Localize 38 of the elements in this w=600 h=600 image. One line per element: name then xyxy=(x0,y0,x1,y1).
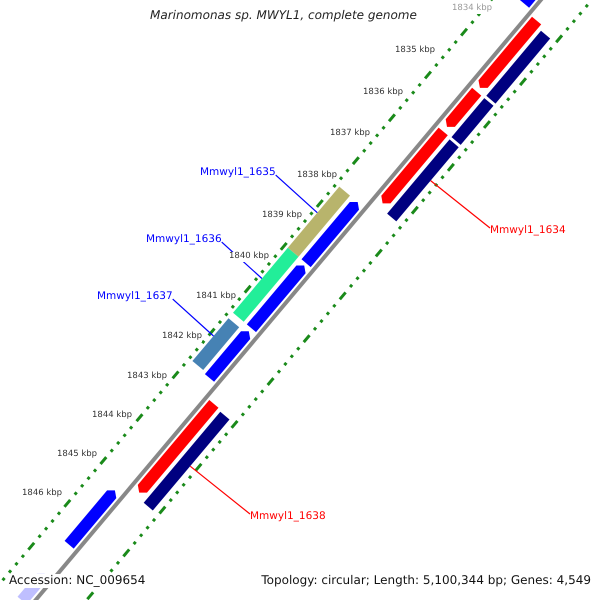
gene-bar xyxy=(144,412,230,510)
gene-label: Mmwyl1_1638 xyxy=(250,510,326,522)
gene-label: Mmwyl1_1636 xyxy=(146,233,222,246)
gene-bar xyxy=(288,186,350,257)
gene-feature xyxy=(302,202,359,268)
leader-line xyxy=(275,174,318,214)
scale-label: 1842 kbp xyxy=(162,332,202,342)
genome-summary: Topology: circular; Length: 5,100,344 bp; Genes: 4,549 xyxy=(261,574,591,588)
scale-label: 1835 kbp xyxy=(395,46,436,56)
scale-label: 1841 kbp xyxy=(196,292,236,302)
scale-label: 1846 kbp xyxy=(22,489,62,499)
gene-label: Mmwyl1_1635 xyxy=(200,166,276,178)
scale-label: 1834 kbp xyxy=(452,4,492,14)
gene-feature xyxy=(446,88,482,127)
leader-line xyxy=(190,466,250,514)
title: Marinomonas sp. MWYL1, complete genome xyxy=(150,9,417,23)
gene-feature xyxy=(478,16,542,88)
leader-line xyxy=(430,180,490,228)
gene-feature xyxy=(246,266,306,332)
gene-bar xyxy=(452,98,494,145)
gene-bar xyxy=(486,30,550,104)
scale-label: 1843 kbp xyxy=(127,372,168,382)
leader-line xyxy=(172,298,214,336)
scale-label: 1845 kbp xyxy=(57,450,98,460)
gene-bar xyxy=(387,139,459,222)
scale-label: 1840 kbp xyxy=(229,252,270,262)
gene-feature xyxy=(64,490,116,549)
gene-feature xyxy=(138,400,218,493)
scale-label: 1836 kbp xyxy=(363,88,404,98)
scale-label: 1837 kbp xyxy=(330,129,370,139)
scale-label: 1838 kbp xyxy=(297,171,338,181)
accession-text: Accession: NC_009654 xyxy=(9,574,146,588)
scale-label: 1844 kbp xyxy=(92,411,132,421)
gene-feature xyxy=(204,331,250,382)
gene-feature xyxy=(381,128,448,204)
gene-label: Mmwyl1_1637 xyxy=(97,290,173,302)
scale-label: 1839 kbp xyxy=(262,211,302,221)
gene-label: Mmwyl1_1634 xyxy=(490,224,566,236)
